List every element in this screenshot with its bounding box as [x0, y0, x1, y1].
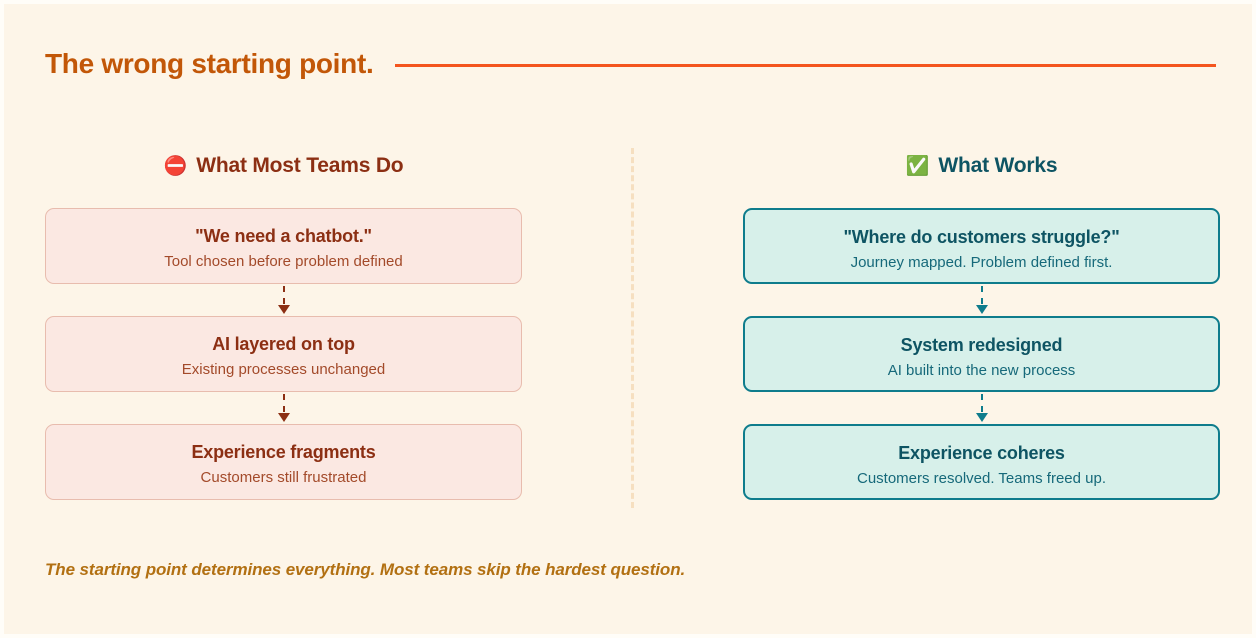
card-title: AI layered on top: [212, 334, 355, 354]
card-title: Experience coheres: [898, 443, 1065, 463]
connector-arrow-good-1: [743, 284, 1220, 316]
connector-arrow-bad-2: [45, 392, 522, 424]
card-title: "We need a chatbot.": [195, 226, 372, 246]
card-title: "Where do customers struggle?": [843, 227, 1120, 247]
footer-takeaway: The starting point determines everything…: [45, 560, 686, 579]
card-bad-2: AI layered on top Existing processes unc…: [45, 316, 522, 392]
connector-stem: [282, 286, 285, 304]
card-subtitle: AI built into the new process: [887, 361, 1076, 379]
card-title: System redesigned: [900, 335, 1063, 355]
connector-stem: [980, 286, 983, 304]
card-subtitle: Tool chosen before problem defined: [164, 252, 403, 270]
card-bad-1: "We need a chatbot." Tool chosen before …: [45, 208, 522, 284]
arrow-down-icon: [975, 305, 988, 314]
column-title-what-works: What Works: [938, 154, 1058, 177]
connector-arrow-good-2: [743, 392, 1220, 424]
center-divider: [631, 148, 634, 508]
card-subtitle: Customers resolved. Teams freed up.: [856, 469, 1106, 487]
column-header-what-works: ✅ What Works: [743, 148, 1220, 184]
no-entry-icon: ⛔: [163, 155, 188, 177]
arrow-down-icon: [277, 413, 290, 422]
card-good-1: "Where do customers struggle?" Journey m…: [743, 208, 1220, 284]
column-what-most-teams-do: ⛔ What Most Teams Do "We need a chatbot.…: [45, 148, 522, 500]
card-subtitle: Journey mapped. Problem defined first.: [850, 253, 1113, 271]
column-title-what-most-teams-do: What Most Teams Do: [196, 154, 404, 177]
card-good-3: Experience coheres Customers resolved. T…: [743, 424, 1220, 500]
arrow-down-icon: [975, 413, 988, 422]
header-rule: [395, 64, 1216, 67]
connector-stem: [980, 394, 983, 412]
column-header-what-most-teams-do: ⛔ What Most Teams Do: [45, 148, 522, 184]
page-title: The wrong starting point.: [45, 48, 374, 79]
card-title: Experience fragments: [191, 442, 376, 462]
card-subtitle: Existing processes unchanged: [181, 360, 386, 378]
comparison-columns: ⛔ What Most Teams Do "We need a chatbot.…: [45, 148, 1220, 500]
check-mark-button-icon: ✅: [905, 155, 930, 177]
slide-header: The wrong starting point.: [45, 48, 1216, 80]
arrow-down-icon: [277, 305, 290, 314]
card-bad-3: Experience fragments Customers still fru…: [45, 424, 522, 500]
card-subtitle: Customers still frustrated: [200, 468, 367, 486]
card-good-2: System redesigned AI built into the new …: [743, 316, 1220, 392]
column-what-works: ✅ What Works "Where do customers struggl…: [743, 148, 1220, 500]
connector-stem: [282, 394, 285, 412]
connector-arrow-bad-1: [45, 284, 522, 316]
